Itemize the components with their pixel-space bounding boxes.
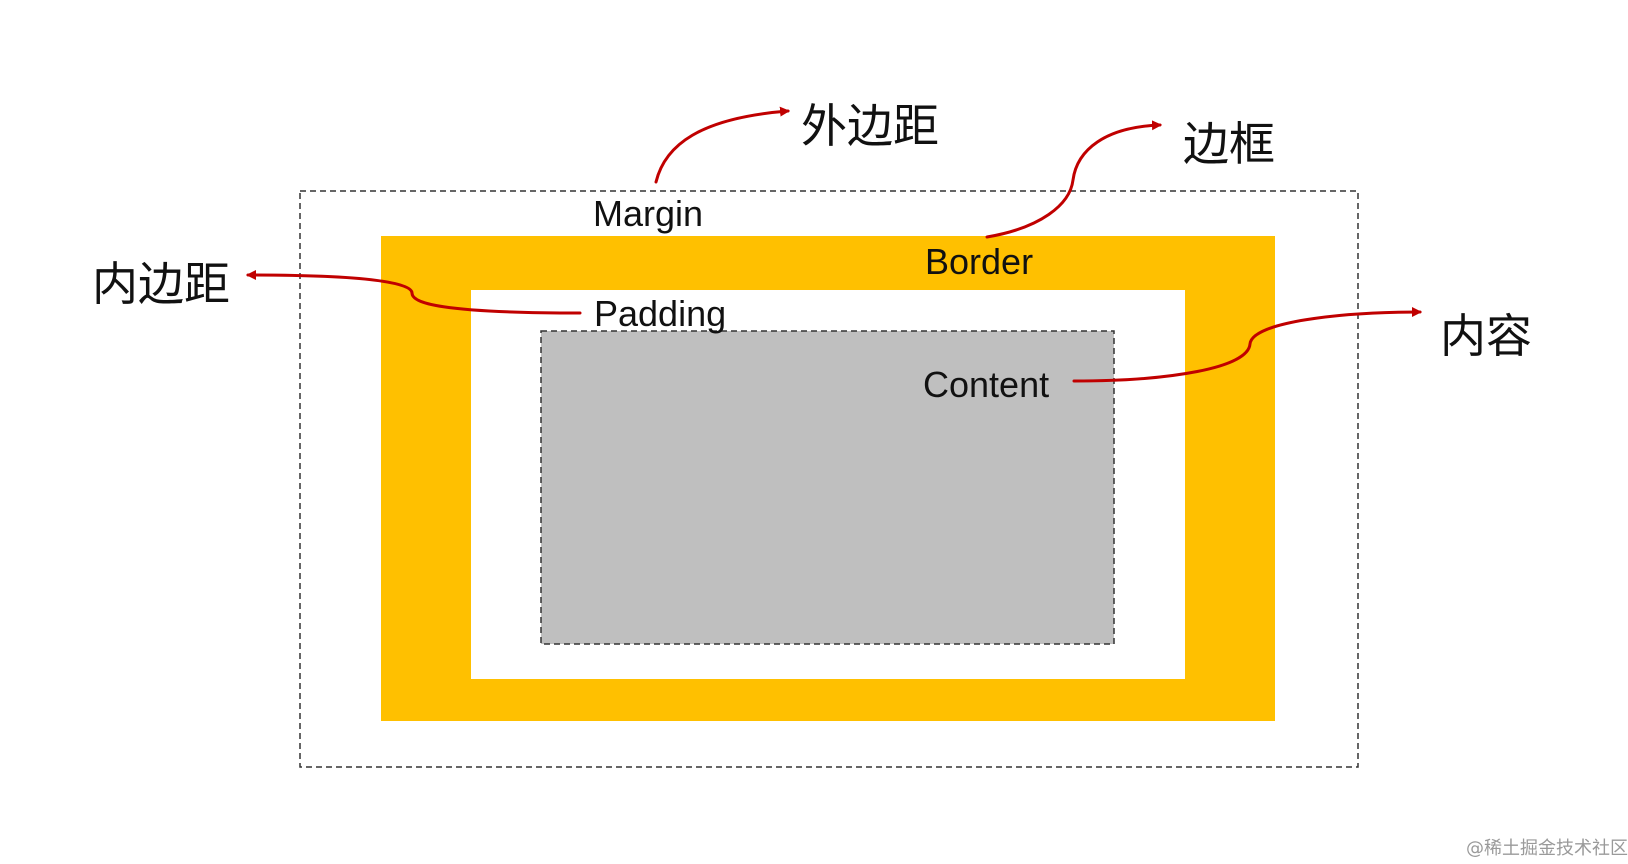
border-annotation: 边框 xyxy=(1183,117,1275,171)
border-label: Border xyxy=(925,241,1033,282)
content-area xyxy=(540,330,1115,645)
margin-annotation: 外边距 xyxy=(801,99,939,153)
margin-box xyxy=(299,190,1359,768)
watermark: @稀土掘金技术社区 xyxy=(1466,838,1628,859)
margin-arrow xyxy=(654,106,790,184)
content-arrow xyxy=(1072,307,1422,383)
padding-arrow xyxy=(246,270,582,315)
margin-label: Margin xyxy=(593,193,703,234)
content-label: Content xyxy=(923,364,1049,405)
content-annotation: 内容 xyxy=(1440,309,1532,363)
border-arrow xyxy=(985,120,1162,239)
padding-annotation: 内边距 xyxy=(92,257,230,311)
padding-label: Padding xyxy=(594,293,726,334)
